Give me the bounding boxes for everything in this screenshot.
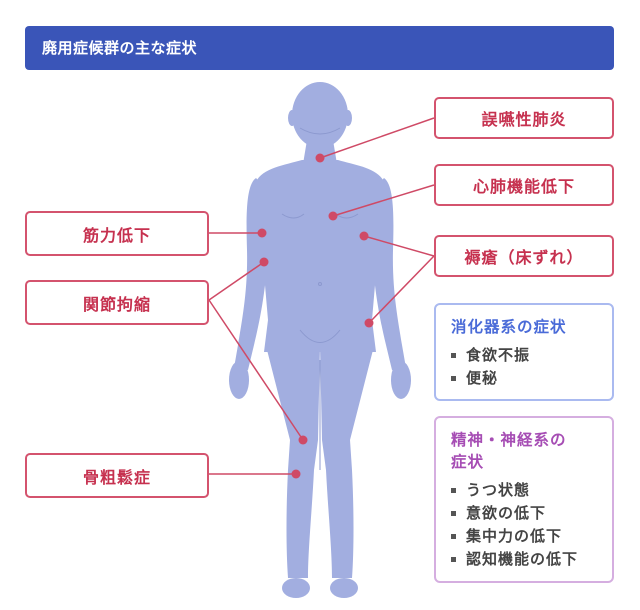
label-muscle-weakness: 筋力低下	[25, 211, 209, 256]
bullet-icon	[451, 511, 456, 516]
digestive-symptoms-title: 消化器系の症状	[451, 318, 567, 336]
label-osteoporosis: 骨粗鬆症	[25, 453, 209, 498]
label-aspiration-pneumonia: 誤嚥性肺炎	[434, 97, 614, 139]
digestive-symptoms-list: 食欲不振 便秘	[451, 344, 600, 390]
label-joint-contracture: 関節拘縮	[25, 280, 209, 325]
label-pressure-ulcer: 褥瘡（床ずれ）	[434, 235, 614, 277]
bullet-icon	[451, 353, 456, 358]
bullet-icon	[451, 534, 456, 539]
diagram-title: 廃用症候群の主な症状	[25, 26, 614, 70]
bullet-icon	[451, 557, 456, 562]
list-item: 認知機能の低下	[451, 548, 600, 571]
mental-symptoms-title-line1: 精神・神経系の	[451, 431, 567, 449]
list-item: 便秘	[451, 367, 600, 390]
list-item: うつ状態	[451, 479, 600, 502]
label-cardiopulmonary-decline: 心肺機能低下	[434, 164, 614, 206]
bullet-icon	[451, 488, 456, 493]
mental-symptoms-title-line2: 症状	[451, 453, 485, 471]
bullet-icon	[451, 376, 456, 381]
list-item: 集中力の低下	[451, 525, 600, 548]
list-item: 食欲不振	[451, 344, 600, 367]
mental-symptoms-box: 精神・神経系の 症状 うつ状態 意欲の低下 集中力の低下 認知機能の低下	[434, 416, 614, 583]
mental-symptoms-list: うつ状態 意欲の低下 集中力の低下 認知機能の低下	[451, 479, 600, 571]
digestive-symptoms-box: 消化器系の症状 食欲不振 便秘	[434, 303, 614, 401]
list-item: 意欲の低下	[451, 502, 600, 525]
